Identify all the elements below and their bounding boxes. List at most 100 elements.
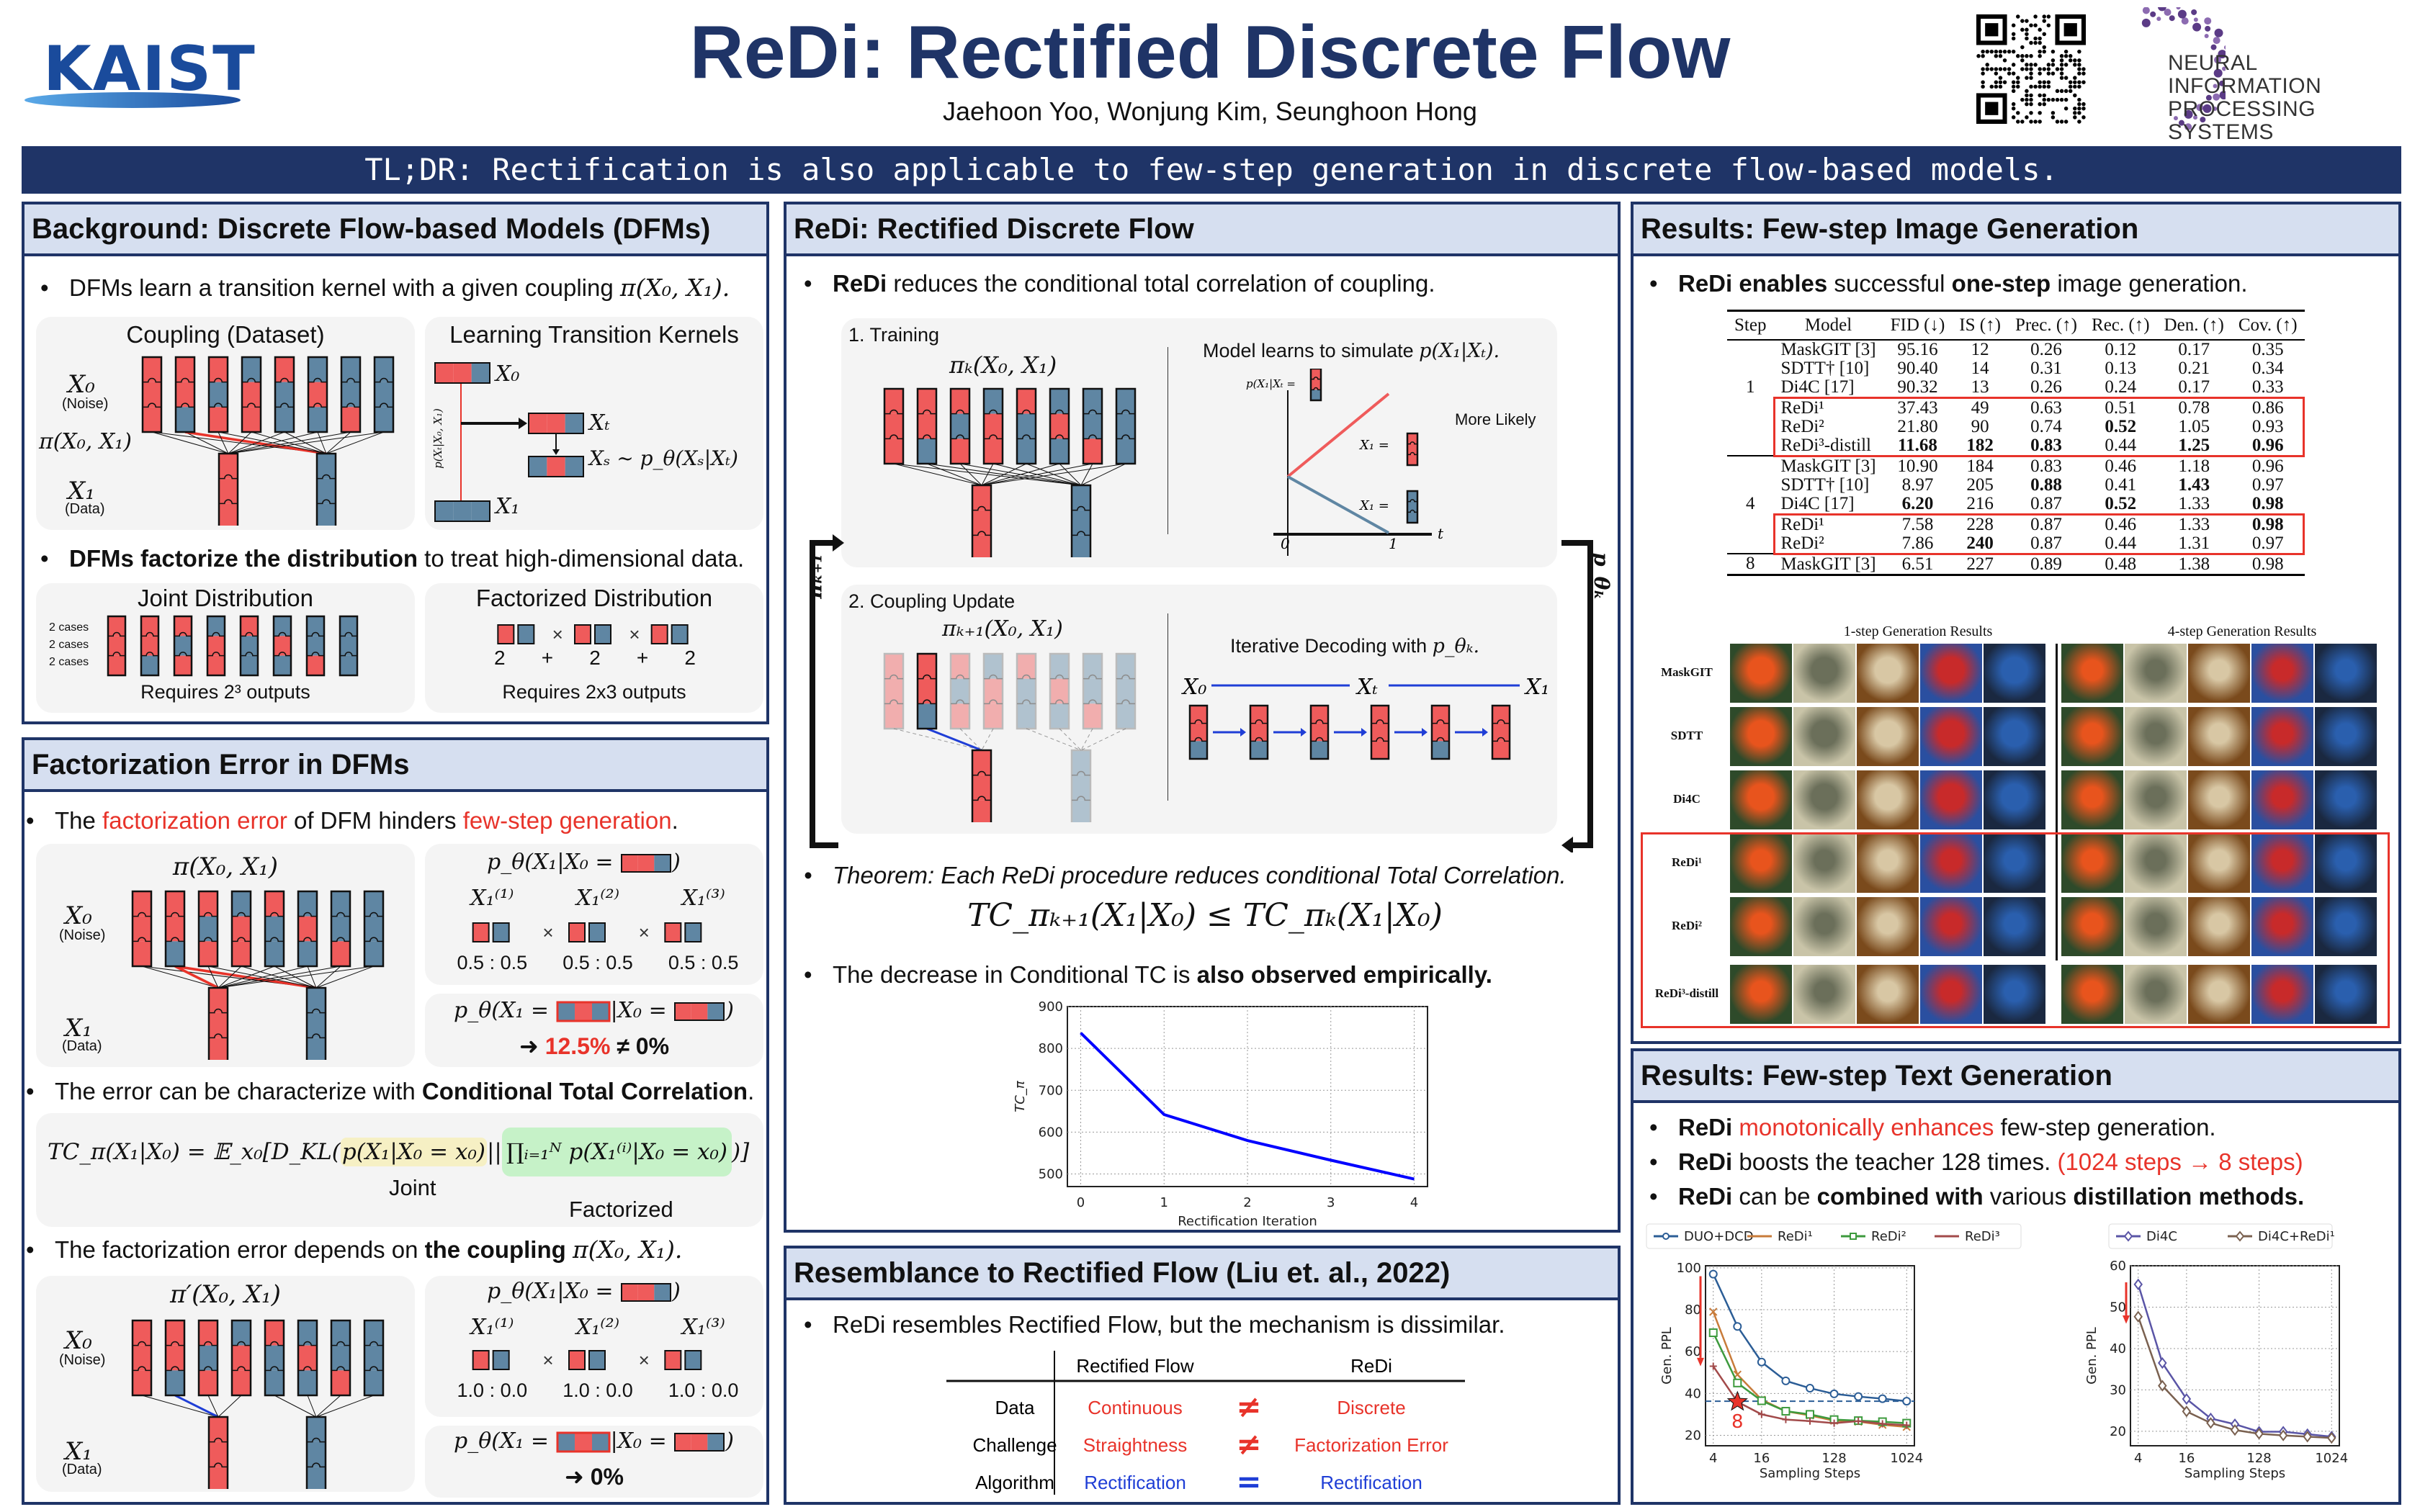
token-segment	[1407, 444, 1417, 455]
author-list: Jaehoon Yoo, Wonjung Kim, Seunghoon Hong	[943, 96, 1477, 126]
token-notch	[972, 796, 991, 801]
token-column	[1249, 704, 1269, 760]
logo-dot	[2204, 17, 2212, 25]
legend-label: Di4C+ReDi¹	[2258, 1229, 2335, 1244]
token-notch	[884, 409, 903, 415]
token-outline	[674, 1433, 725, 1452]
token-segment	[471, 363, 490, 383]
token-notch	[199, 912, 218, 917]
token-segment	[547, 413, 565, 433]
token-column	[141, 356, 163, 433]
logo-dot	[2205, 25, 2211, 32]
token-segment	[951, 654, 969, 679]
token-segment	[1407, 512, 1417, 523]
logo-dot	[2193, 115, 2198, 120]
qr-module	[2011, 49, 2016, 54]
token-notch	[242, 377, 261, 383]
token-notch	[1050, 409, 1069, 415]
token-column	[1082, 387, 1103, 465]
logo-dot	[2181, 17, 2189, 25]
token-outline	[164, 890, 186, 968]
generated-image-hourglass	[1857, 770, 1919, 829]
arrow-head-icon	[1482, 728, 1488, 737]
factorization-panel: Factorization Error in DFMs The factoriz…	[22, 737, 769, 1505]
token-column	[218, 452, 239, 526]
factorized-distribution-card: Factorized Distribution ×× 2 + 2 + 2 Req…	[425, 583, 763, 713]
qr-module	[2081, 102, 2086, 107]
token-segment	[298, 1370, 317, 1395]
token-segment	[1050, 703, 1069, 729]
token-notch	[166, 937, 184, 942]
token-outline	[305, 986, 327, 1060]
table-header-cell: Step	[1727, 310, 1774, 341]
token-notch	[1492, 737, 1510, 742]
token-column	[1070, 484, 1092, 557]
token-notch	[375, 377, 393, 383]
token-notch	[1017, 409, 1036, 415]
token-notch	[341, 377, 360, 383]
data-point	[1733, 1378, 1742, 1387]
factor-token	[650, 624, 668, 644]
error-result-card: p_θ(X₁ = |X₀ = ) ➜ 12.5% ≠ 0%	[425, 994, 763, 1067]
token-notch	[1407, 441, 1417, 445]
qr-module	[2081, 80, 2086, 84]
logo-dot	[2213, 84, 2218, 89]
legend-label: ReDi¹	[1778, 1229, 1813, 1244]
generated-image-race-car	[2251, 965, 2313, 1024]
token-column	[1309, 704, 1330, 760]
token-notch	[265, 1341, 284, 1346]
coupling-edge	[326, 431, 351, 454]
data-point	[1854, 1392, 1863, 1401]
token-segment	[341, 407, 360, 432]
metric-cell: 0.98	[2231, 553, 2305, 576]
table-header-cell: Cov. (↑)	[2231, 310, 2305, 341]
metric-cell: 90.40	[1897, 358, 1938, 378]
x-tick-label: 4	[1410, 1195, 1418, 1210]
token-segment	[654, 855, 671, 872]
token-segment	[143, 407, 161, 432]
token-outline	[330, 1319, 351, 1397]
qr-module	[1989, 84, 1994, 89]
factor-token	[588, 922, 606, 942]
token-notch	[265, 912, 284, 917]
resemblance-bullet: ReDi resembles Rectified Flow, but the m…	[804, 1310, 1505, 1339]
token-outline	[1115, 387, 1137, 465]
qr-module	[2042, 19, 2046, 23]
error-result: ➜ 12.5% ≠ 0%	[519, 1033, 670, 1059]
qr-module	[1976, 54, 1981, 58]
y-tick-label: 500	[1039, 1167, 1063, 1182]
token-outline	[206, 615, 226, 677]
coupling-pi-label: π(X₀, X₁)	[39, 429, 132, 454]
token-outline	[131, 890, 153, 968]
token-segment	[133, 941, 151, 966]
token-segment	[591, 1002, 609, 1021]
coupling-title: Coupling (Dataset)	[126, 321, 325, 348]
metric-cell: 6.51	[1883, 553, 1953, 576]
token-segment	[637, 855, 655, 872]
token-notch	[298, 937, 317, 942]
token-segment	[219, 503, 238, 526]
logo-dot	[2169, 15, 2175, 22]
y-tick-label: 20	[2110, 1424, 2126, 1439]
step-cell	[1727, 436, 1773, 456]
token-segment	[166, 1370, 184, 1395]
qr-module	[2029, 76, 2033, 80]
qr-module	[2077, 49, 2081, 54]
metric-cell: 0.46	[2084, 455, 2157, 476]
qr-module	[2038, 40, 2042, 45]
token-segment	[1050, 438, 1069, 464]
token-segment	[1017, 678, 1036, 704]
token-notch	[199, 1341, 218, 1346]
token-notch	[918, 409, 936, 415]
metric-cell: 0.98	[2251, 493, 2284, 513]
qr-module	[2025, 67, 2029, 71]
token-notch	[274, 631, 291, 637]
logo-dot	[2156, 17, 2161, 22]
qr-module	[2025, 102, 2029, 107]
token-segment	[453, 501, 472, 521]
qr-code-icon[interactable]	[1976, 14, 2086, 124]
metric-cell: 1.25	[2156, 436, 2231, 457]
grid-row-label: MaskGIT	[1661, 665, 1713, 679]
token-column	[1370, 704, 1390, 760]
generated-image-race-car	[1920, 965, 1982, 1024]
